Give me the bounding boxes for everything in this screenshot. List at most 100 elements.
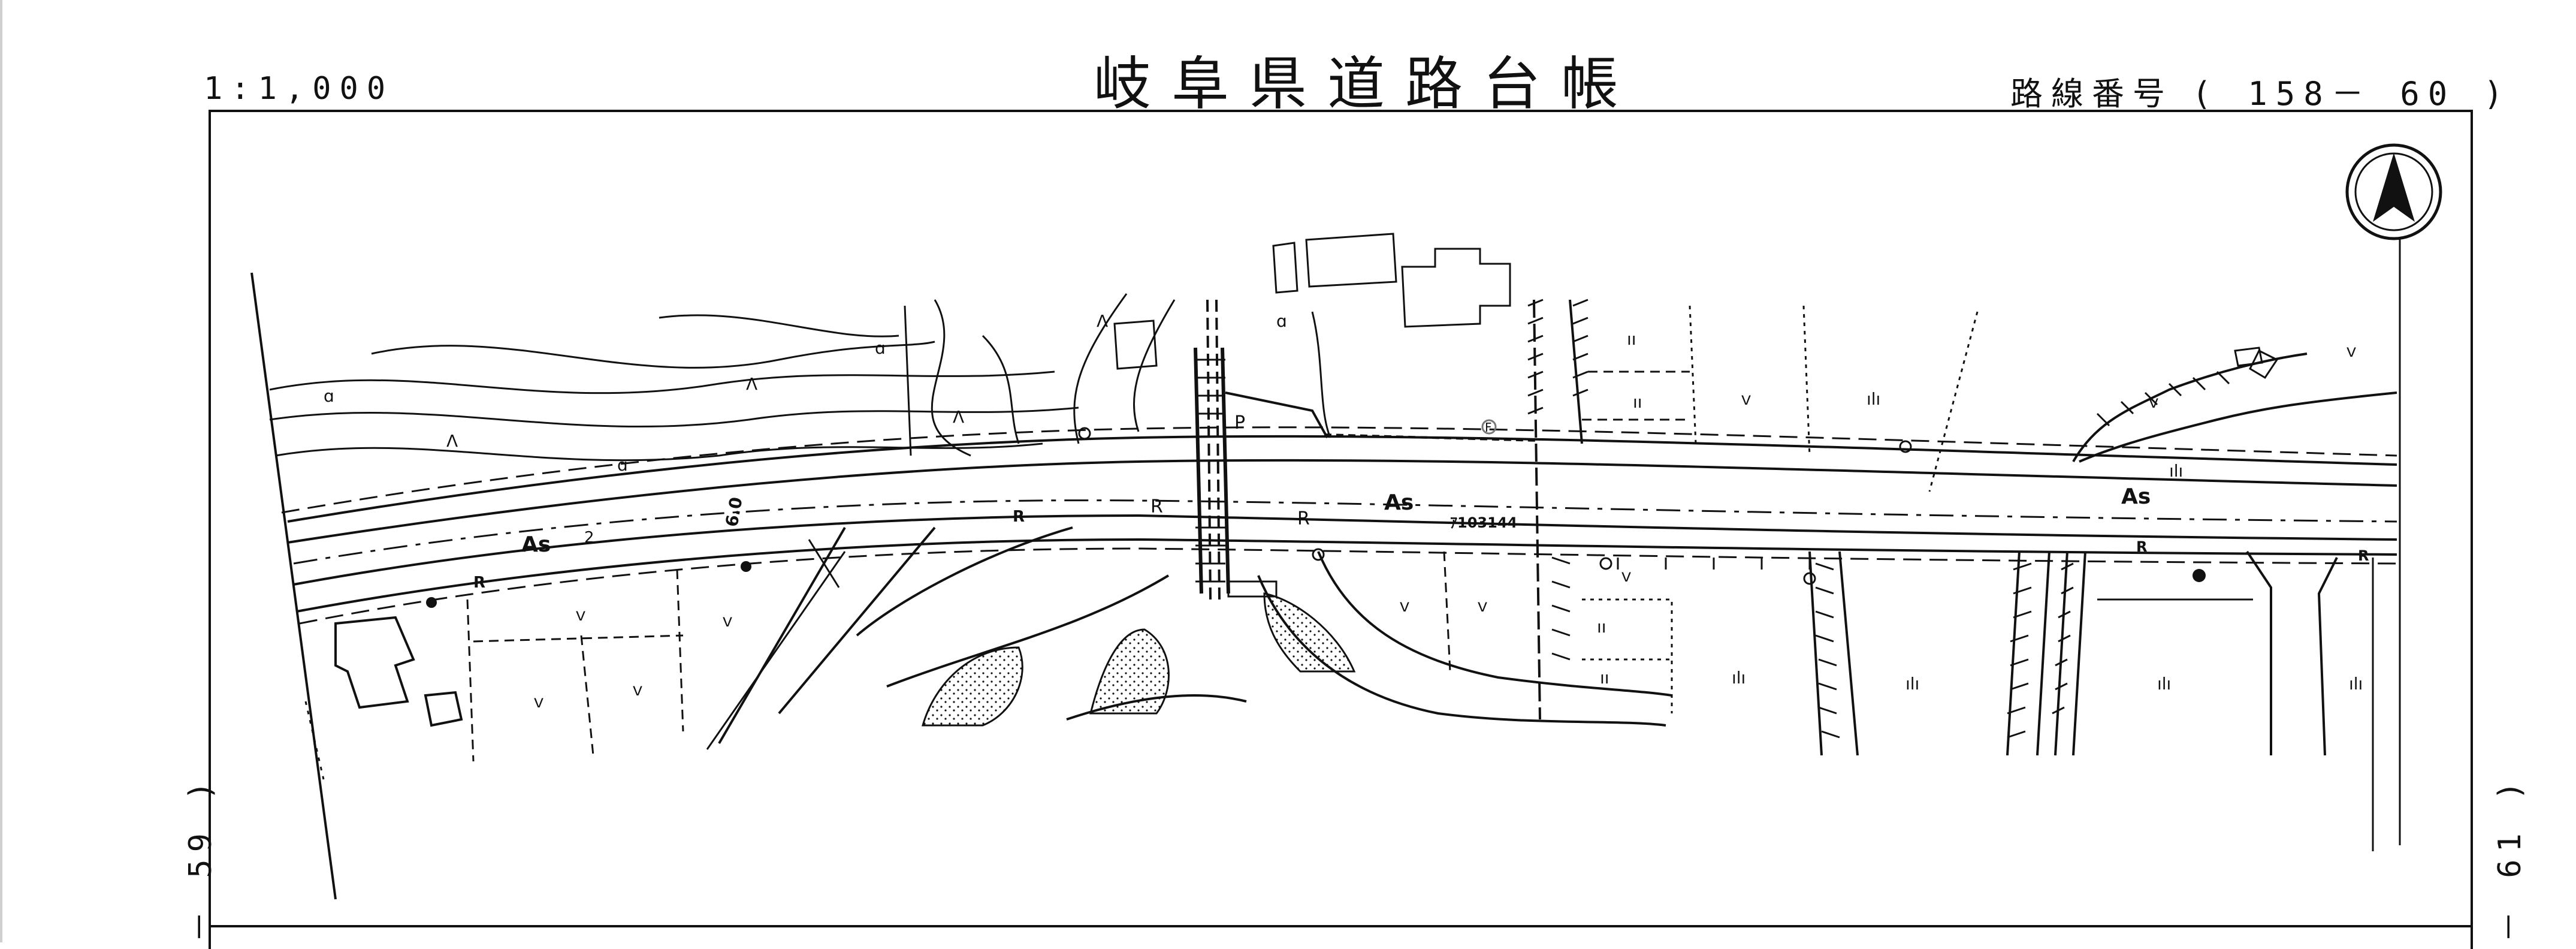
building-outline — [424, 691, 463, 727]
map-frame-bottom — [209, 925, 2473, 927]
forest-symbol: ɑ — [324, 386, 334, 406]
boundary-marker — [426, 597, 437, 608]
curve-road — [2249, 349, 2279, 379]
field-symbol: ｖ — [1738, 389, 1754, 409]
embankment-ticks — [2096, 370, 2230, 427]
f-label: F — [1485, 420, 1492, 435]
r-label: R — [2358, 547, 2369, 564]
forest-symbol: ɑ — [1276, 311, 1287, 331]
river-bank-west-2 — [856, 526, 1073, 637]
sand-area — [1263, 592, 1356, 673]
building-outline — [2234, 347, 2263, 367]
side-road — [2036, 551, 2050, 756]
field-symbol: ｖ — [1396, 596, 1413, 616]
contour-line — [982, 335, 1020, 444]
bridge-rail-east — [1221, 347, 1230, 594]
parcel-line — [1582, 598, 1673, 713]
parcel-line — [466, 599, 475, 762]
paddy-symbol: ıı — [1633, 392, 1642, 412]
width-label: 6.0 — [721, 496, 746, 529]
contour-line — [904, 305, 912, 456]
side-road — [2317, 557, 2338, 756]
orchard-symbol: ılı — [1905, 674, 1919, 694]
route-number: 路線番号 ( 158－ 60 ) — [2010, 67, 2511, 115]
benchmark-label: ｱ103144 — [1450, 514, 1517, 531]
parcel-line — [473, 634, 684, 643]
boundary-marker — [2193, 569, 2206, 582]
road-edge-south — [293, 514, 2397, 586]
building-outline — [334, 616, 415, 709]
paddy-symbol: ıı — [1627, 329, 1636, 349]
building-outline — [1305, 233, 1397, 288]
hydrant-symbol — [1481, 419, 1497, 435]
r-label: R — [2136, 538, 2147, 555]
contour-line — [931, 299, 971, 457]
grass-symbol: Λ — [746, 374, 757, 394]
embankment-ticks — [1527, 299, 1544, 415]
orchard-symbol: ılı — [1732, 668, 1745, 688]
p-label: P — [1234, 412, 1245, 433]
embankment-ticks — [2052, 562, 2074, 715]
field-symbol: ｖ — [572, 605, 589, 625]
bridge-rail-west — [1194, 347, 1203, 594]
north-arrow-icon — [2345, 143, 2442, 240]
surface-label: As — [1384, 490, 1414, 515]
utility-pole — [1078, 427, 1091, 440]
bridge-rail-inner-2 — [1215, 299, 1221, 600]
route-number-value: ( 158－ 60 ) — [2192, 75, 2512, 113]
map-frame — [209, 110, 2473, 949]
contour-line — [275, 442, 1043, 462]
contour-line — [1311, 311, 1331, 438]
parcel-line — [1689, 305, 1697, 444]
building-outline — [1272, 242, 1298, 294]
side-road — [2246, 550, 2272, 755]
forest-symbol: ɑ — [875, 338, 886, 358]
r-label: R — [473, 574, 485, 592]
side-road — [2006, 551, 2021, 756]
embankment-ticks — [1815, 562, 1840, 739]
contour-line — [371, 341, 935, 369]
side-road — [1808, 551, 1823, 756]
embankment-ticks — [1572, 299, 1589, 397]
boundary-marker — [741, 561, 751, 572]
grass-symbol: Λ — [953, 407, 964, 427]
right-of-way-south — [299, 547, 2397, 625]
ditch-west-3 — [706, 551, 846, 750]
utility-pole — [1599, 557, 1612, 570]
parcel-line — [1443, 551, 1451, 672]
road-edge-south-2 — [296, 538, 2397, 613]
sand-area — [922, 646, 1023, 727]
field-symbol: ｖ — [1474, 596, 1491, 616]
field-symbol: ｖ — [530, 692, 547, 712]
paddy-symbol: ıı — [1600, 668, 1609, 688]
building-outline — [1113, 320, 1158, 370]
left-boundary-line — [250, 272, 337, 900]
road-centerline — [293, 499, 2397, 565]
paddy-symbol: ıı — [1597, 617, 1606, 637]
fence-line — [1324, 433, 1541, 442]
side-road — [2072, 551, 2086, 756]
road-edge-north-2 — [287, 459, 2397, 544]
lane-mark-label: 2 — [584, 529, 594, 547]
field-symbol: ｖ — [719, 611, 736, 631]
utility-pole — [1312, 548, 1325, 561]
parcel-line — [808, 539, 840, 588]
page-edge — [0, 0, 2, 942]
surface-label: As — [2121, 484, 2151, 509]
parcel-line — [1928, 311, 1979, 492]
surface-label: As — [521, 532, 551, 557]
ditch-west-2 — [778, 526, 936, 715]
route-label: 路線番号 — [2010, 75, 2173, 113]
r-label: R — [1013, 508, 1025, 526]
parcel-line — [580, 635, 594, 756]
fence-line — [1225, 391, 1328, 438]
forest-symbol: ɑ — [617, 455, 628, 475]
bridge-rail-inner — [1206, 299, 1212, 600]
parcel-line — [1802, 305, 1811, 456]
contour-line — [1133, 299, 1176, 432]
curve-road — [2079, 391, 2397, 463]
grass-symbol: Λ — [446, 431, 458, 451]
right-of-way-north — [281, 426, 2397, 514]
parcel-line — [304, 701, 325, 780]
